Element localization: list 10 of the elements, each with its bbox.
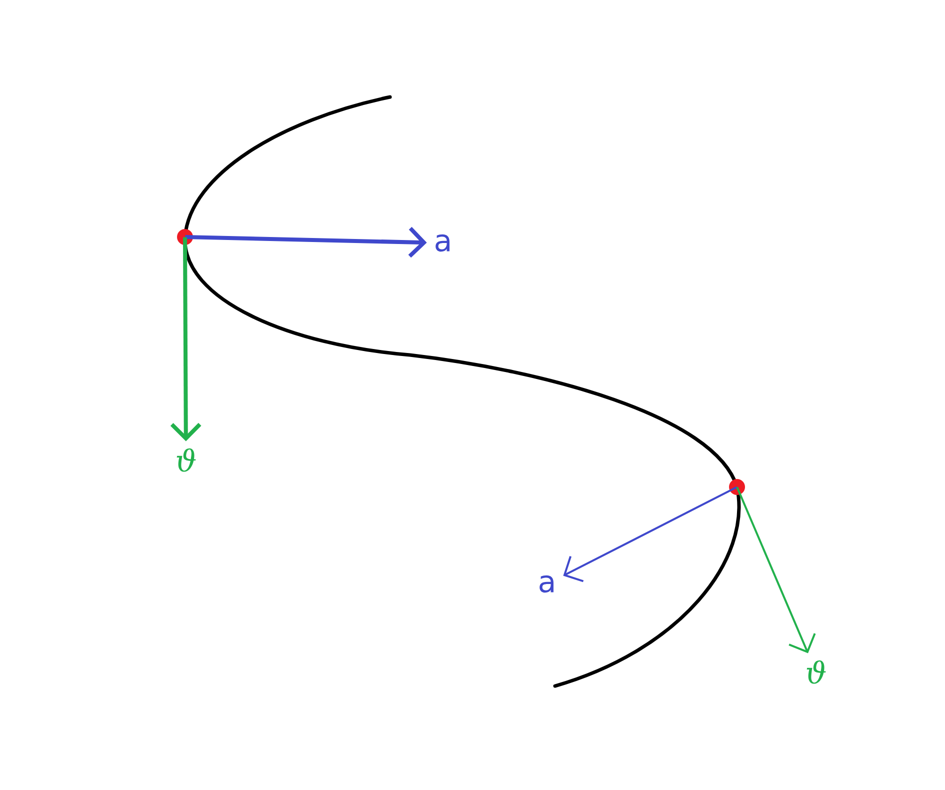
vector-label: ϑ (176, 448, 196, 472)
point-dot (177, 229, 193, 245)
vector-label: a (436, 234, 450, 252)
arrow (185, 226, 427, 258)
vector-label: ϑ (806, 660, 826, 684)
point-dot (729, 479, 745, 495)
vector-label: a (540, 575, 554, 593)
arrow (170, 237, 202, 442)
arrow (736, 486, 816, 654)
arrow (563, 486, 738, 582)
